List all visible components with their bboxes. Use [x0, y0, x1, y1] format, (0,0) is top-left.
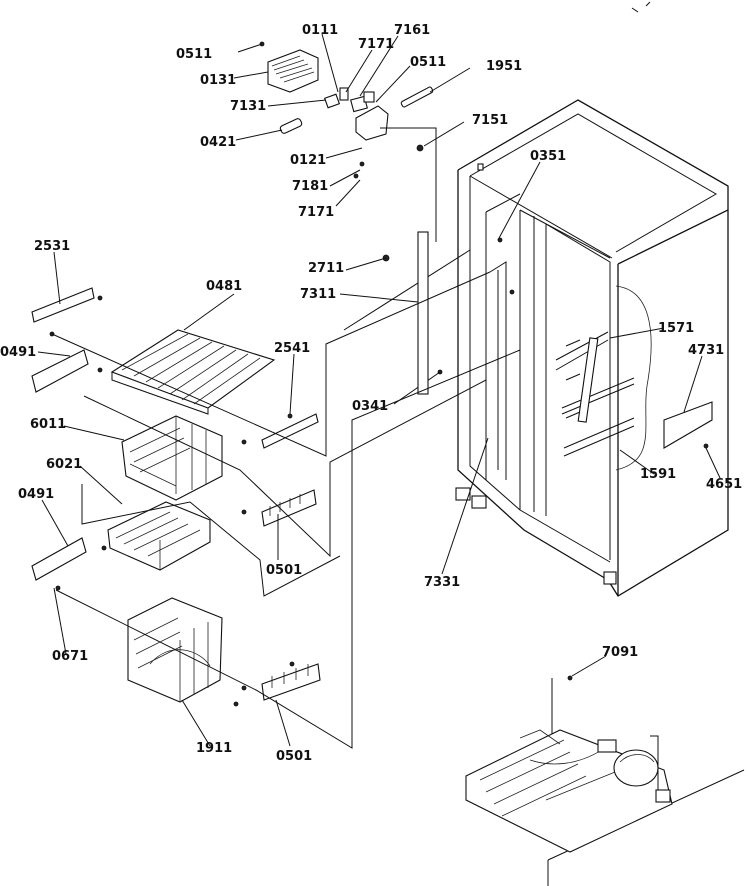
label-0511: 0511 [176, 47, 212, 62]
label-2711: 2711 [308, 261, 344, 276]
freezer-components [31, 251, 521, 749]
refrigerator-cabinet [339, 99, 729, 597]
machine-compartment [465, 655, 745, 886]
label-0121: 0121 [290, 153, 326, 168]
label-4651: 4651 [706, 477, 742, 492]
label-7181: 7181 [292, 179, 328, 194]
label-1571: 1571 [658, 321, 694, 336]
label-7151: 7151 [472, 113, 508, 128]
label-0111: 0111 [302, 23, 338, 38]
label-0501: 0501 [266, 563, 302, 578]
label-0421: 0421 [200, 135, 236, 150]
label-4731: 4731 [688, 343, 724, 358]
label-0351: 0351 [530, 149, 566, 164]
label-1911: 1911 [196, 741, 232, 756]
label-1591: 1591 [640, 467, 676, 482]
label-0501: 0501 [276, 749, 312, 764]
label-0511: 0511 [410, 55, 446, 70]
label-7131: 7131 [230, 99, 266, 114]
corner-marks [631, 1, 651, 13]
part-labels: 0511 0111 7171 7161 0511 1951 0131 7131 … [0, 23, 742, 764]
label-7311: 7311 [300, 287, 336, 302]
label-7171: 7171 [298, 205, 334, 220]
divider-strip [417, 231, 429, 395]
label-6011: 6011 [30, 417, 66, 432]
label-6021: 6021 [46, 457, 82, 472]
label-1951: 1951 [486, 59, 522, 74]
label-0491: 0491 [0, 345, 36, 360]
label-2531: 2531 [34, 239, 70, 254]
label-0671: 0671 [52, 649, 88, 664]
label-7171: 7171 [358, 37, 394, 52]
label-7091: 7091 [602, 645, 638, 660]
label-0491: 0491 [18, 487, 54, 502]
label-7161: 7161 [394, 23, 430, 38]
label-0131: 0131 [200, 73, 236, 88]
label-0481: 0481 [206, 279, 242, 294]
label-7331: 7331 [424, 575, 460, 590]
dispenser-assembly [233, 33, 471, 242]
label-0341: 0341 [352, 399, 388, 414]
label-2541: 2541 [274, 341, 310, 356]
